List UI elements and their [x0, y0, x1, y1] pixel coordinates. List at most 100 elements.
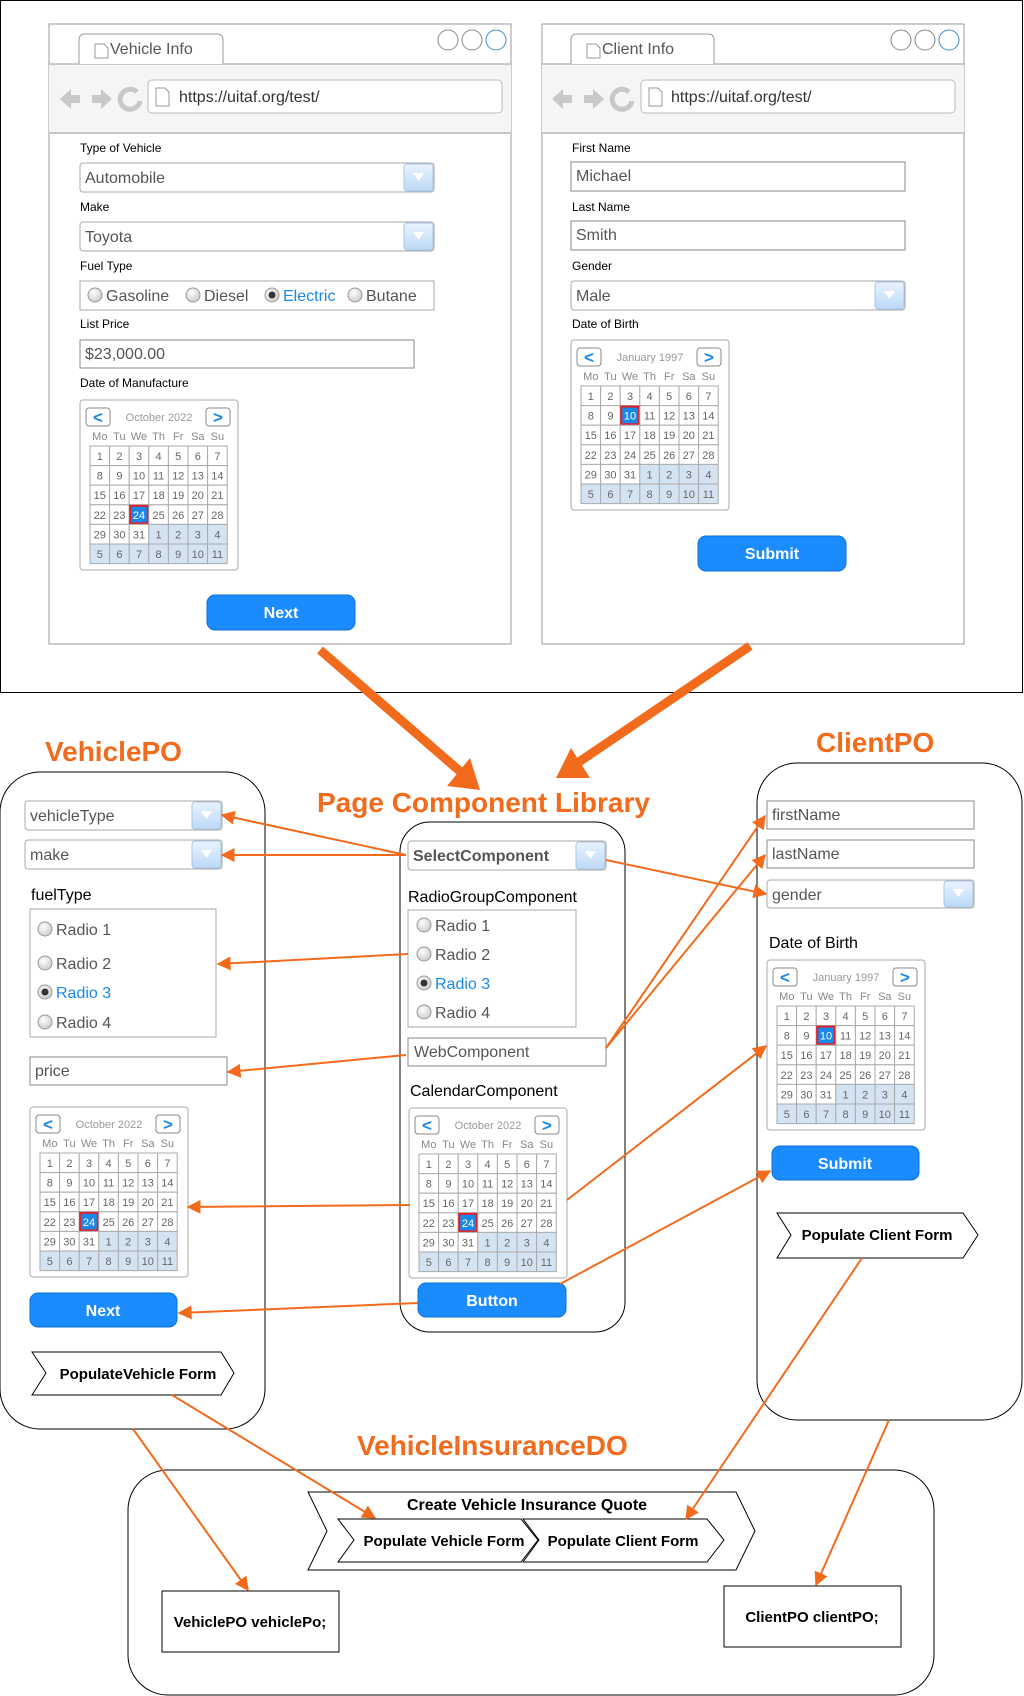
- calendar-day[interactable]: 17: [457, 1192, 479, 1214]
- calendar-day[interactable]: 10: [815, 1025, 837, 1046]
- calendar-day[interactable]: 22: [418, 1212, 440, 1233]
- calendar-day[interactable]: 16: [796, 1044, 817, 1066]
- last-name-input[interactable]: [570, 220, 906, 251]
- calendar-day[interactable]: 2: [496, 1231, 518, 1253]
- calendar-day[interactable]: 1: [776, 1005, 798, 1027]
- calendar-day[interactable]: 6: [109, 543, 130, 565]
- calendar-day[interactable]: 9: [600, 405, 621, 426]
- calendar-day[interactable]: 8: [639, 483, 660, 505]
- calendar-day[interactable]: 27: [187, 504, 209, 525]
- calendar-day[interactable]: 21: [698, 424, 719, 446]
- radio-icon[interactable]: [37, 1014, 53, 1030]
- calendar-day[interactable]: 10: [187, 543, 209, 565]
- calendar-day[interactable]: 9: [496, 1251, 518, 1273]
- calendar-day[interactable]: 1: [148, 523, 169, 545]
- calendar-day[interactable]: 26: [496, 1212, 518, 1233]
- vehicle-type-select[interactable]: Automobile: [79, 162, 435, 193]
- radio-icon[interactable]: [347, 287, 363, 303]
- window-control-icon[interactable]: [938, 29, 960, 51]
- calendar-day[interactable]: 6: [678, 385, 700, 407]
- calendar-day[interactable]: 12: [854, 1025, 876, 1046]
- calendar-day[interactable]: 10: [457, 1173, 479, 1194]
- calendar-day[interactable]: 27: [678, 444, 700, 465]
- window-control-icon[interactable]: [461, 29, 483, 51]
- calendar-day[interactable]: 8: [39, 1172, 61, 1193]
- calendar-day[interactable]: 19: [496, 1192, 518, 1214]
- calendar-day[interactable]: 28: [894, 1064, 915, 1085]
- calendar-day[interactable]: 30: [796, 1083, 817, 1105]
- calendar-day[interactable]: 2: [59, 1152, 80, 1174]
- calendar-day[interactable]: 16: [109, 484, 130, 506]
- calendar-day[interactable]: 29: [89, 523, 111, 545]
- calendar-day[interactable]: 2: [658, 463, 680, 485]
- calendar-day[interactable]: 5: [418, 1251, 440, 1273]
- calendar-day[interactable]: 13: [516, 1173, 538, 1194]
- calendar-day[interactable]: 22: [39, 1211, 61, 1232]
- calendar-day[interactable]: 9: [796, 1025, 817, 1046]
- calendar-day[interactable]: 1: [89, 445, 111, 467]
- calendar-day[interactable]: 28: [157, 1211, 178, 1232]
- calendar-day[interactable]: 14: [536, 1173, 557, 1194]
- calendar-day[interactable]: 11: [148, 465, 169, 486]
- calendar-day[interactable]: 20: [678, 424, 700, 446]
- calendar-day[interactable]: 3: [815, 1005, 837, 1027]
- button-component[interactable]: Button: [417, 1282, 567, 1318]
- calendar-day[interactable]: 19: [854, 1044, 876, 1066]
- calendar-day[interactable]: 6: [59, 1250, 80, 1272]
- calendar-day[interactable]: 4: [477, 1153, 498, 1175]
- calendar-day[interactable]: 29: [418, 1231, 440, 1253]
- calendar-day[interactable]: 17: [128, 484, 150, 506]
- calendar-day[interactable]: 5: [854, 1005, 876, 1027]
- calendar-day[interactable]: 29: [39, 1230, 61, 1252]
- calendar-day[interactable]: 13: [187, 465, 209, 486]
- calendar-day[interactable]: 27: [137, 1211, 159, 1232]
- calendar-day[interactable]: 22: [776, 1064, 798, 1085]
- calendar-day[interactable]: 6: [187, 445, 209, 467]
- calendar-day[interactable]: 29: [580, 463, 602, 485]
- calendar-day[interactable]: 7: [536, 1153, 557, 1175]
- calendar-day[interactable]: 15: [89, 484, 111, 506]
- calendar-day[interactable]: 18: [835, 1044, 856, 1066]
- calendar-day[interactable]: 14: [157, 1172, 178, 1193]
- calendar-day[interactable]: 3: [457, 1153, 479, 1175]
- calendar-day[interactable]: 18: [98, 1191, 119, 1213]
- calendar-day[interactable]: 3: [128, 445, 150, 467]
- calendar-day[interactable]: 30: [59, 1230, 80, 1252]
- calendar-day[interactable]: 23: [796, 1064, 817, 1085]
- calendar-day[interactable]: 15: [776, 1044, 798, 1066]
- calendar-day[interactable]: 21: [207, 484, 228, 506]
- price-input[interactable]: [79, 339, 415, 369]
- radio-icon[interactable]: [416, 1004, 432, 1020]
- calendar-day[interactable]: 6: [516, 1153, 538, 1175]
- calendar-day[interactable]: 11: [698, 483, 719, 505]
- calendar-day[interactable]: 4: [157, 1230, 178, 1252]
- calendar-day[interactable]: 7: [698, 385, 719, 407]
- calendar-day[interactable]: 5: [580, 483, 602, 505]
- calendar-day[interactable]: 30: [438, 1231, 459, 1253]
- calendar-day[interactable]: 3: [78, 1152, 100, 1174]
- calendar-day[interactable]: 11: [157, 1250, 178, 1272]
- calendar-day[interactable]: 8: [580, 405, 602, 426]
- make-select[interactable]: Toyota: [79, 221, 435, 252]
- window-control-icon[interactable]: [914, 29, 936, 51]
- calendar-day[interactable]: 25: [639, 444, 660, 465]
- client-po-submit-button[interactable]: Submit: [771, 1145, 920, 1181]
- calendar-day[interactable]: 9: [658, 483, 680, 505]
- next-month-button[interactable]: [696, 347, 722, 367]
- calendar-day[interactable]: 21: [536, 1192, 557, 1214]
- calendar-day[interactable]: 7: [157, 1152, 178, 1174]
- calendar-day[interactable]: 28: [207, 504, 228, 525]
- radio-icon[interactable]: [185, 287, 201, 303]
- calendar-day[interactable]: 1: [477, 1231, 498, 1253]
- calendar-day[interactable]: 5: [117, 1152, 139, 1174]
- calendar-day[interactable]: 31: [815, 1083, 837, 1105]
- calendar-day[interactable]: 6: [438, 1251, 459, 1273]
- calendar-day[interactable]: 14: [698, 405, 719, 426]
- calendar-day[interactable]: 1: [98, 1230, 119, 1252]
- calendar-day[interactable]: 21: [157, 1191, 178, 1213]
- prev-month-button[interactable]: [414, 1115, 440, 1135]
- prev-month-button[interactable]: [85, 407, 111, 427]
- calendar-day[interactable]: 1: [39, 1152, 61, 1174]
- calendar-day[interactable]: 4: [207, 523, 228, 545]
